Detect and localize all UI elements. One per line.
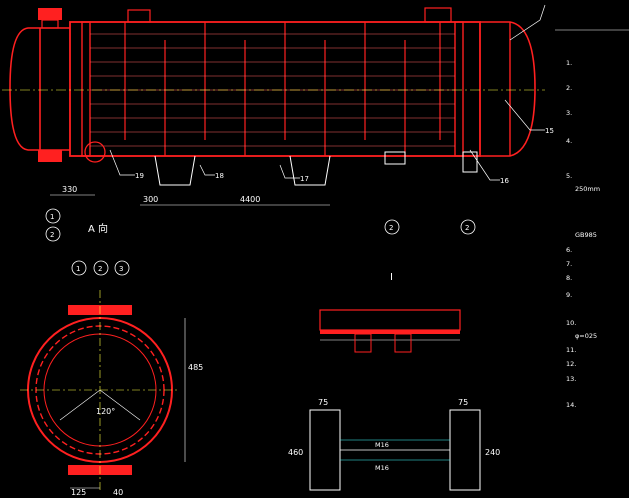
a-balloon-2	[93, 260, 109, 276]
leader-19	[109, 149, 135, 176]
leader-15	[504, 99, 545, 131]
note-250: 250mm	[575, 185, 600, 193]
bottom-left-nozzle	[38, 150, 62, 162]
angle-line-2	[99, 389, 141, 421]
right-saddle	[289, 155, 331, 186]
top-left-nozzle-neck	[41, 19, 59, 29]
note-6: 6.	[566, 246, 572, 254]
a-balloon-1	[71, 260, 87, 276]
balloon-1-text: 1	[50, 213, 54, 221]
leader-17	[279, 164, 300, 179]
note-13: 13.	[566, 375, 576, 383]
section-bolt-right	[394, 333, 412, 353]
bottom-outlet	[384, 151, 406, 165]
note-4: 4.	[566, 137, 572, 145]
right-tube-sheet	[454, 21, 464, 157]
dim-460: 460	[288, 448, 303, 457]
leader-top-right	[509, 4, 546, 41]
dim-485: 485	[188, 363, 203, 372]
dim-75b: 75	[458, 398, 468, 407]
a-balloon-3-text: 3	[119, 265, 123, 273]
dim-120: 120°	[96, 407, 115, 416]
baffle-set	[124, 22, 441, 156]
dim-75a: 75	[318, 398, 328, 407]
right-head	[480, 21, 536, 157]
top-left-nozzle	[38, 8, 62, 20]
section-i-title: I	[390, 272, 393, 283]
note-gb: GB985	[575, 231, 597, 239]
view-a-title: A 向	[88, 222, 108, 235]
dim-330: 330	[62, 185, 77, 194]
shell-inlet-nozzle	[127, 9, 151, 23]
balloons-top: 1 2 2 2	[45, 208, 476, 242]
bottom-flange-circle	[84, 141, 106, 163]
a-view-end: 120° 485 125 40	[20, 290, 203, 497]
heat-exchanger-elevation	[2, 4, 546, 186]
left-head	[9, 27, 40, 151]
balloon-right	[460, 219, 476, 235]
note-11: 11.	[566, 346, 576, 354]
note-12: 12.	[566, 360, 576, 368]
balloon-mid	[384, 219, 400, 235]
a-view-balloons: 1 2 3	[71, 260, 130, 276]
note-10: 10.	[566, 319, 576, 327]
bottom-detail: 75 75 460 240 M16 M16	[288, 398, 500, 491]
balloon-right-text: 2	[465, 224, 469, 232]
a-balloon-1-text: 1	[76, 265, 80, 273]
dim-40: 40	[113, 488, 123, 497]
note-8: 8.	[566, 274, 572, 282]
detail-note-m16a: M16	[375, 441, 389, 449]
notes-column: 1. 2. 3. 4. 5. 250mm GB985 6. 7. 8. 9. 1…	[555, 29, 629, 409]
dim-4400: 4400	[240, 195, 260, 204]
note-7: 7.	[566, 260, 572, 268]
shell-top-right-nozzle	[424, 7, 452, 23]
balloon-2-text: 2	[50, 231, 54, 239]
callout-19: 19	[135, 172, 144, 180]
leader-18	[199, 164, 215, 176]
section-gasket	[320, 330, 460, 334]
dim-240: 240	[485, 448, 500, 457]
callout-16: 16	[500, 177, 509, 185]
a-balloon-3	[114, 260, 130, 276]
dim-125: 125	[71, 488, 86, 497]
note-3: 3.	[566, 109, 572, 117]
balloon-mid-text: 2	[389, 224, 393, 232]
callout-17: 17	[300, 175, 309, 183]
note-1: 1.	[566, 59, 572, 67]
balloon-1	[45, 208, 61, 224]
drain-outlet	[462, 151, 478, 173]
shell	[69, 21, 481, 157]
note-5: 5.	[566, 172, 572, 180]
left-saddle	[154, 155, 196, 186]
detail-note-m16b: M16	[375, 464, 389, 472]
balloon-2	[45, 226, 61, 242]
callout-18: 18	[215, 172, 224, 180]
note-14: 14.	[566, 401, 576, 409]
main-dimensions: 330 300 4400	[50, 185, 330, 206]
callout-15: 15	[545, 127, 554, 135]
leader-16	[469, 149, 500, 181]
note-2: 2.	[566, 84, 572, 92]
angle-line-1	[59, 389, 101, 421]
section-i-detail	[319, 309, 461, 353]
dim-300: 300	[143, 195, 158, 204]
note-9: 9.	[566, 291, 572, 299]
note-025: φ=025	[575, 332, 597, 340]
section-bolt-left	[354, 333, 372, 353]
a-balloon-2-text: 2	[98, 265, 102, 273]
